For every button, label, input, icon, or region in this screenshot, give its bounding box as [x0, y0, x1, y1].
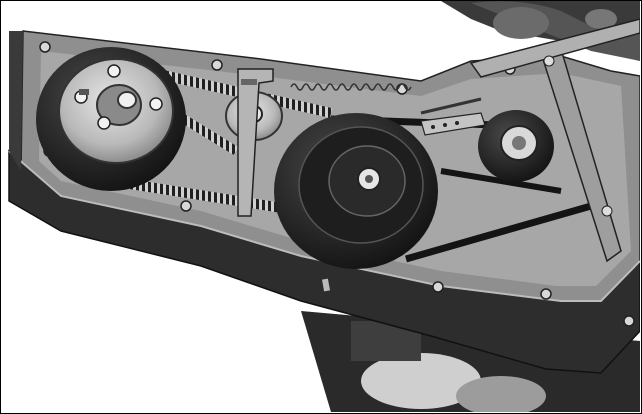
hub-bolts [74, 64, 163, 130]
center-driven-pulley [274, 113, 438, 269]
idler-link-arm [420, 112, 486, 136]
left-drive-pulley [36, 47, 186, 191]
right-idler-pulley [478, 110, 554, 182]
tension-bracket [237, 68, 274, 217]
support-bars [469, 18, 640, 263]
tension-spring [290, 83, 482, 115]
